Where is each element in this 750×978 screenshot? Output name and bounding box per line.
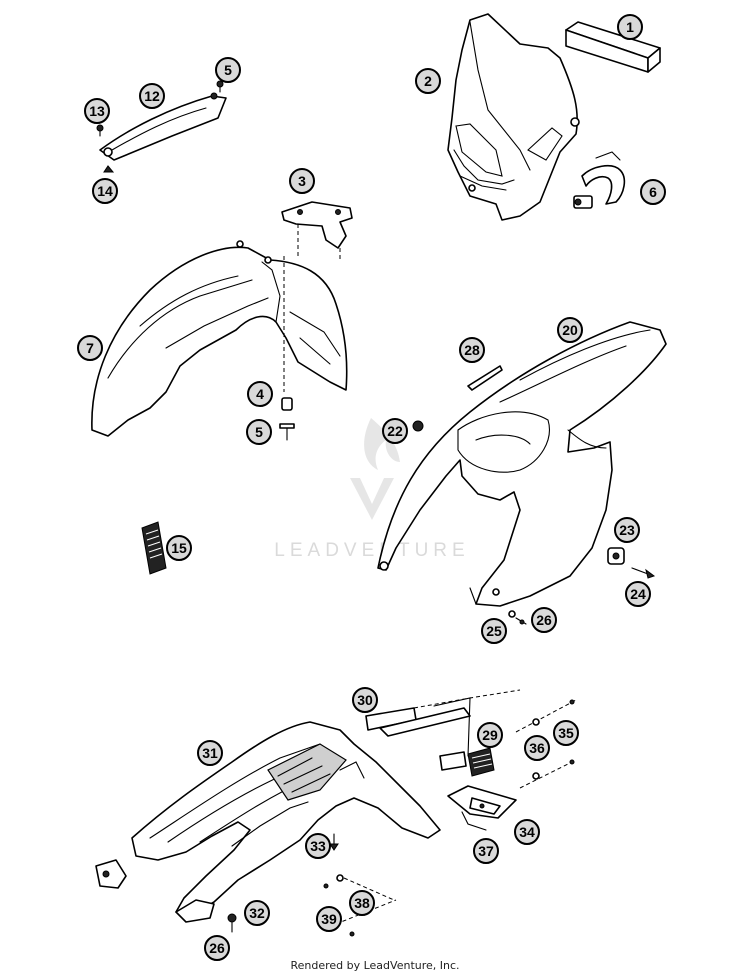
callout-label: 5 <box>224 62 232 78</box>
callout-label: 26 <box>209 940 225 956</box>
callout-2: 2 <box>415 68 441 94</box>
callout-37: 37 <box>473 838 499 864</box>
callout-label: 30 <box>357 692 373 708</box>
callout-label: 15 <box>171 540 187 556</box>
callout-34: 34 <box>514 819 540 845</box>
callout-28: 28 <box>459 337 485 363</box>
callout-31: 31 <box>197 740 223 766</box>
callout-5-fender: 5 <box>246 419 272 445</box>
callout-label: 28 <box>464 342 480 358</box>
part-6-clamp <box>573 151 626 209</box>
callout-label: 4 <box>256 386 264 402</box>
callout-6: 6 <box>640 179 666 205</box>
callout-label: 6 <box>649 184 657 200</box>
callout-23: 23 <box>614 517 640 543</box>
part-7-front-fender <box>91 240 348 437</box>
callout-30: 30 <box>352 687 378 713</box>
callout-label: 36 <box>529 740 545 756</box>
callout-20: 20 <box>557 317 583 343</box>
callout-7: 7 <box>77 335 103 361</box>
callout-label: 39 <box>321 911 337 927</box>
callout-label: 14 <box>97 183 113 199</box>
callout-label: 29 <box>482 727 498 743</box>
part-3-bracket <box>281 201 353 262</box>
part-25-26-hardware <box>508 610 527 625</box>
part-29-reflector <box>467 747 495 777</box>
callout-5-top: 5 <box>215 57 241 83</box>
callout-label: 1 <box>626 19 634 35</box>
callout-12: 12 <box>139 83 165 109</box>
callout-label: 34 <box>519 824 535 840</box>
callout-label: 13 <box>89 103 105 119</box>
callout-label: 22 <box>387 423 403 439</box>
part-4-5-hardware <box>279 397 295 441</box>
callout-label: 12 <box>144 88 160 104</box>
callout-36: 36 <box>524 735 550 761</box>
callout-32: 32 <box>244 900 270 926</box>
callout-label: 31 <box>202 745 218 761</box>
part-30-license-bracket <box>365 689 521 771</box>
part-31-rear-subframe <box>95 721 441 923</box>
callout-25: 25 <box>481 618 507 644</box>
callout-26-lower: 26 <box>204 935 230 961</box>
callout-label: 26 <box>536 612 552 628</box>
callout-label: 25 <box>486 623 502 639</box>
callout-22: 22 <box>382 418 408 444</box>
watermark: LEADVENTURE <box>274 418 469 561</box>
callout-26-upper: 26 <box>531 607 557 633</box>
callout-label: 35 <box>558 725 574 741</box>
part-28-strip <box>467 365 503 391</box>
callout-label: 38 <box>354 895 370 911</box>
hardware-routing-lines <box>227 699 577 937</box>
part-34-37-bracket <box>447 785 517 831</box>
watermark-text: LEADVENTURE <box>274 540 469 561</box>
callout-label: 37 <box>478 843 494 859</box>
callout-29: 29 <box>477 722 503 748</box>
callout-35: 35 <box>553 720 579 746</box>
callout-label: 32 <box>249 905 265 921</box>
callout-label: 7 <box>86 340 94 356</box>
part-20-rear-fender <box>377 321 667 607</box>
part-22-grommet <box>412 420 424 432</box>
callout-15: 15 <box>166 535 192 561</box>
part-23-24-hardware <box>607 547 656 579</box>
callout-13: 13 <box>84 98 110 124</box>
callout-label: 24 <box>630 586 646 602</box>
callout-39: 39 <box>316 906 342 932</box>
callout-label: 33 <box>310 838 326 854</box>
part-12-number-strip <box>96 80 227 173</box>
callout-38: 38 <box>349 890 375 916</box>
callout-24: 24 <box>625 581 651 607</box>
callout-14: 14 <box>92 178 118 204</box>
callout-label: 3 <box>298 173 306 189</box>
callout-label: 23 <box>619 522 635 538</box>
callout-label: 20 <box>562 322 578 338</box>
render-credit: Rendered by LeadVenture, Inc. <box>290 959 460 972</box>
callout-3: 3 <box>289 168 315 194</box>
part-2-headlight-mask <box>447 13 580 221</box>
part-1-strip <box>565 21 661 73</box>
callout-label: 5 <box>255 424 263 440</box>
callout-label: 2 <box>424 73 432 89</box>
callout-4: 4 <box>247 381 273 407</box>
callout-33: 33 <box>305 833 331 859</box>
callout-1: 1 <box>617 14 643 40</box>
part-15-reflector <box>141 521 167 575</box>
